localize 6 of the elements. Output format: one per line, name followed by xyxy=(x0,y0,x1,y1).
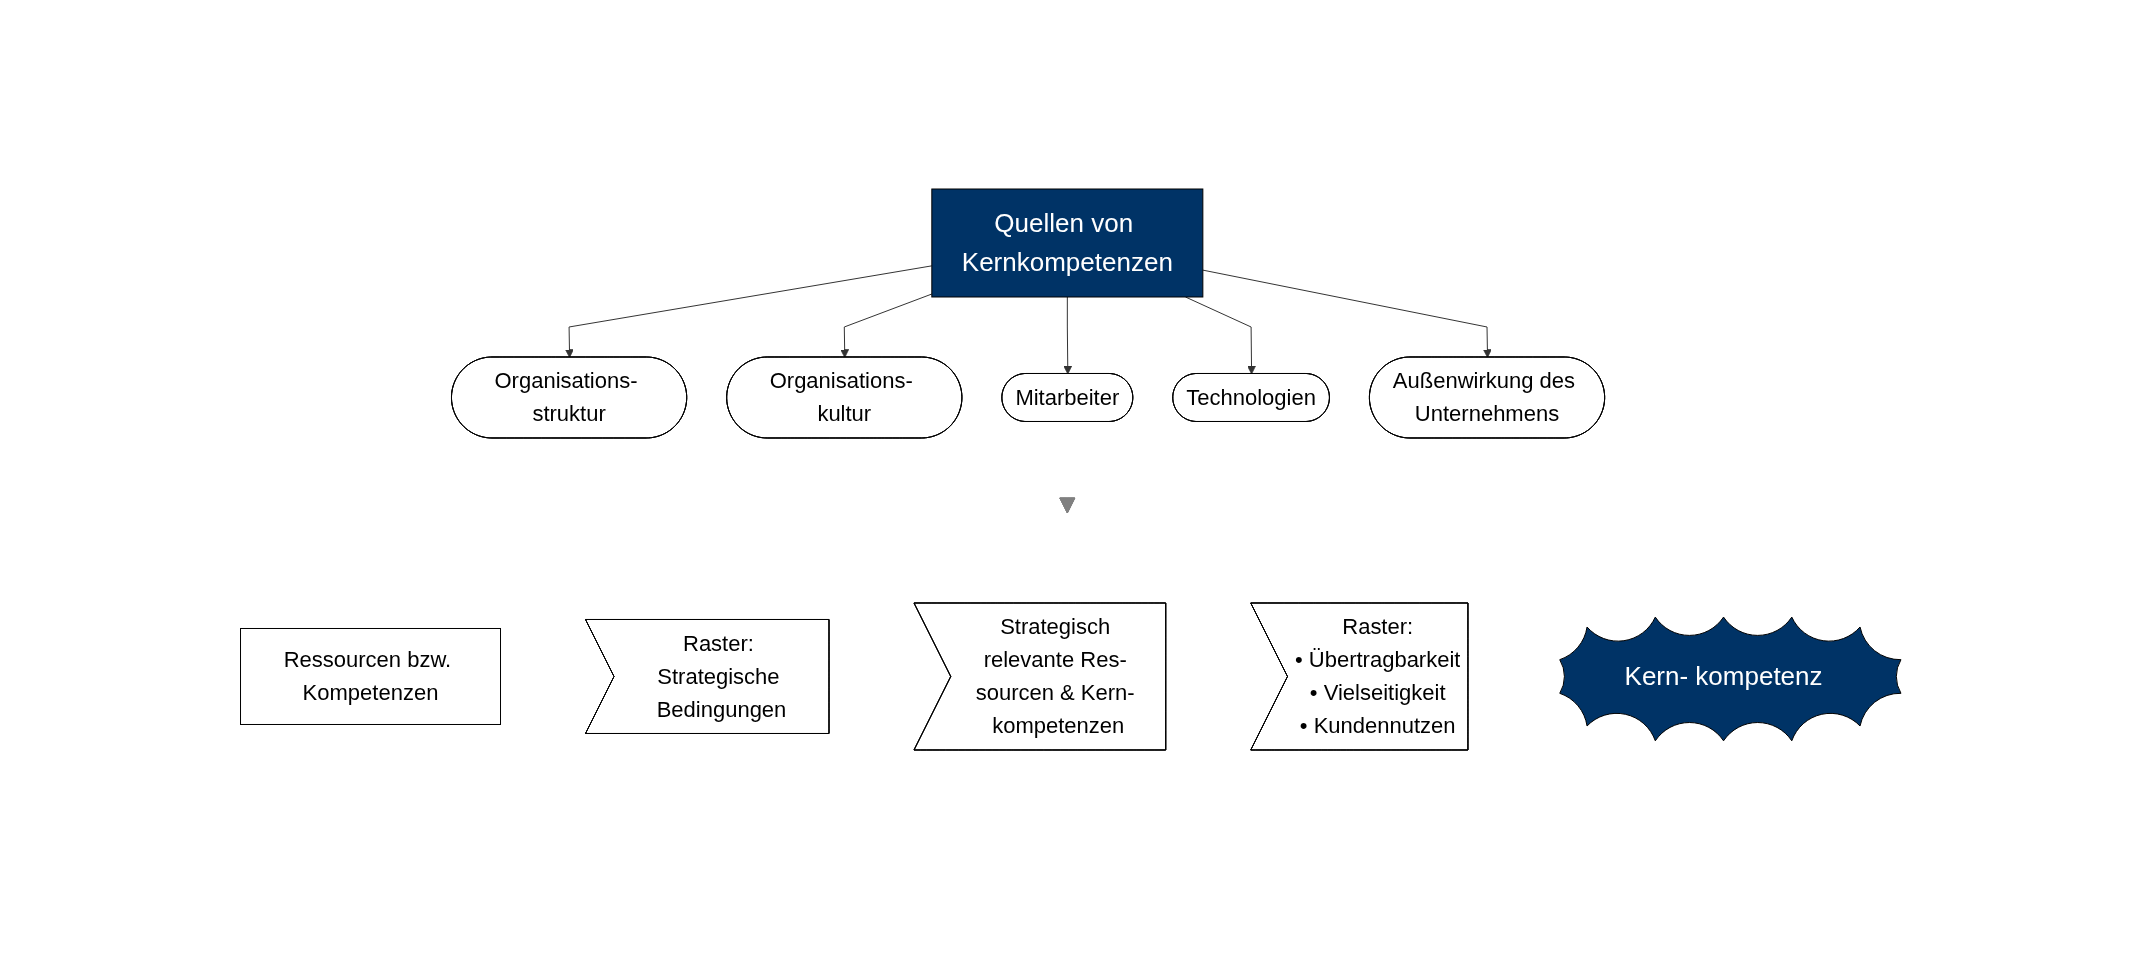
arrow xyxy=(1063,296,1072,375)
node-box: Ressourcen bzw. Kompetenzen xyxy=(239,628,501,725)
arrow xyxy=(564,265,932,358)
node-box: Quellen von Kernkompetenzen xyxy=(931,188,1203,298)
arrow xyxy=(839,293,932,358)
arrow xyxy=(1202,269,1492,358)
